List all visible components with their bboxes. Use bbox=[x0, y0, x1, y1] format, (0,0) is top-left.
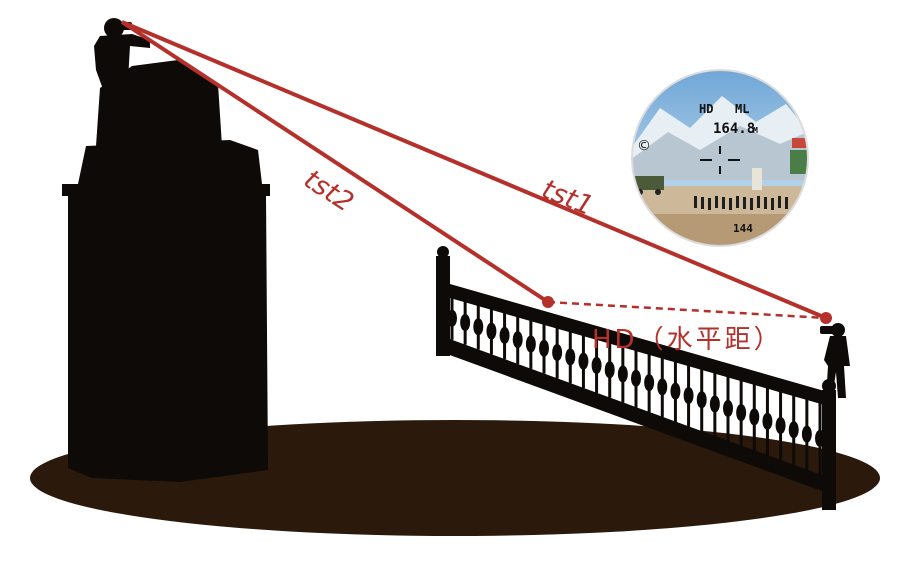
tower-silhouette bbox=[62, 60, 270, 482]
observer-silhouette bbox=[94, 18, 150, 104]
soldier-figure bbox=[757, 196, 760, 208]
point-tst2 bbox=[542, 296, 554, 308]
baluster-bulb bbox=[486, 322, 497, 340]
soldier-figure bbox=[736, 196, 739, 208]
baluster-bulb bbox=[683, 386, 694, 404]
baluster-bulb bbox=[709, 395, 720, 413]
baluster-bulb bbox=[815, 429, 825, 447]
line-tst1 bbox=[121, 20, 827, 320]
scope-mode-hd: HD bbox=[699, 102, 713, 116]
baluster-bulb bbox=[801, 425, 812, 443]
baluster-bulb bbox=[525, 335, 536, 353]
baluster-bulb bbox=[460, 314, 471, 332]
baluster-bulb bbox=[473, 318, 484, 336]
line-horizontal-distance bbox=[547, 300, 827, 320]
scope-unit: M bbox=[753, 126, 758, 135]
soldier-figure bbox=[771, 198, 774, 210]
scope-mode-ml: ML bbox=[735, 102, 749, 116]
rangefinder-view: HD ML 164.8 M © 144 bbox=[631, 69, 809, 247]
soldier-figure bbox=[778, 196, 781, 208]
baluster-bulb bbox=[499, 326, 510, 344]
soldier-figure bbox=[701, 197, 704, 209]
soldier-figure bbox=[708, 198, 711, 210]
baluster-bulb bbox=[696, 391, 707, 409]
baluster-bulb bbox=[512, 331, 523, 349]
baluster-bulb bbox=[631, 369, 641, 387]
baluster-bulb bbox=[539, 339, 549, 357]
baluster-bulb bbox=[644, 374, 655, 392]
soldier-figure bbox=[750, 198, 753, 210]
measurement-lines bbox=[120, 20, 832, 324]
scope-distance-reading: 164.8 bbox=[713, 121, 755, 137]
soldier-figure bbox=[785, 197, 788, 209]
soldier-figure bbox=[764, 197, 767, 209]
soldier-figure bbox=[729, 198, 732, 210]
baluster-bulb bbox=[670, 382, 681, 400]
scope-symbol: © bbox=[637, 138, 651, 154]
baluster-bulb bbox=[591, 356, 602, 374]
baluster-bulb bbox=[657, 378, 668, 396]
baluster-bulb bbox=[578, 352, 589, 370]
point-tst1 bbox=[820, 312, 832, 324]
baluster-bulb bbox=[552, 344, 563, 362]
baluster-bulb bbox=[749, 408, 760, 426]
baluster-bulb bbox=[736, 404, 747, 422]
line-tst2 bbox=[120, 20, 550, 304]
reticle-crosshair bbox=[700, 146, 740, 174]
baluster-bulb bbox=[788, 421, 799, 439]
baluster-bulb bbox=[723, 399, 733, 417]
baluster-bulb bbox=[565, 348, 576, 366]
soldier-figure bbox=[715, 196, 718, 208]
scope-bottom-reading: 144 bbox=[733, 222, 753, 235]
label-horizontal-distance: HD（水平距） bbox=[592, 325, 783, 355]
soldier-figure bbox=[743, 197, 746, 209]
baluster-bulb bbox=[775, 417, 786, 435]
railing bbox=[436, 246, 836, 510]
soldier-figure bbox=[722, 197, 725, 209]
soldier-figure bbox=[694, 196, 697, 208]
label-tst1: tst1 bbox=[537, 174, 597, 222]
baluster-bulb bbox=[762, 412, 773, 430]
baluster-bulb bbox=[617, 365, 628, 383]
target-person-silhouette bbox=[820, 323, 850, 398]
baluster-bulb bbox=[604, 361, 615, 379]
baluster-bulb bbox=[447, 309, 457, 327]
